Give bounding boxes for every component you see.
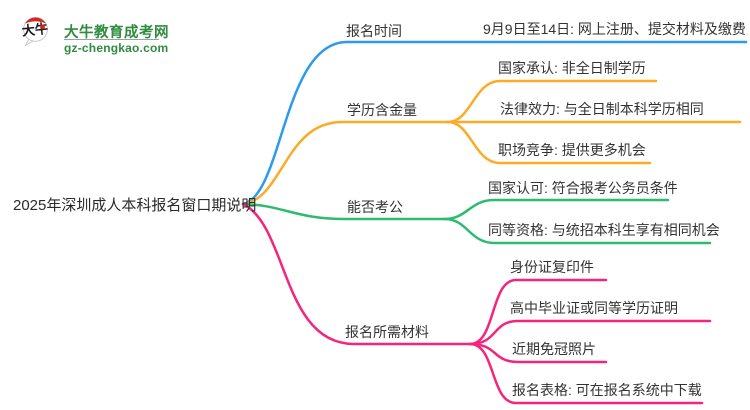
branch-label-materials: 报名所需材料	[345, 324, 429, 340]
leaf-registration-form: 报名表格: 可在报名系统中下载	[512, 382, 702, 398]
branch-label-civil-service: 能否考公	[347, 199, 403, 215]
site-logo: 大牛 大牛教育成考网 gz-chengkao.com	[0, 0, 230, 70]
branch-line-degree-value	[241, 120, 450, 206]
branch-line-materials-child-2	[468, 319, 712, 346]
leaf-diploma-proof: 高中毕业证或同等学历证明	[510, 300, 678, 316]
leaf-id-copy: 身份证复印件	[510, 259, 594, 275]
branch-line-degree-value-child-3	[446, 120, 652, 165]
branch-line-registration-time	[241, 40, 748, 206]
branch-label-registration-time: 报名时间	[346, 23, 402, 39]
branch-line-civil-service-child-2	[443, 217, 712, 245]
leaf-registration-time-detail: 9月9日至14日: 网上注册、提交材料及缴费	[483, 21, 746, 37]
logo-circle	[23, 17, 48, 42]
branch-line-civil-service	[241, 202, 447, 221]
logo-seal	[40, 24, 45, 30]
branch-line-degree-value-child-1	[446, 79, 658, 124]
branch-line-civil-service-child-1	[443, 198, 670, 221]
logo-badge-icon: 大牛	[21, 17, 49, 47]
logo-divider	[64, 39, 159, 40]
leaf-career-competition: 职场竞争: 提供更多机会	[498, 142, 646, 158]
branch-line-materials-child-1	[468, 278, 608, 346]
logo-domain: gz-chengkao.com	[64, 41, 169, 55]
branch-line-materials-child-3	[468, 342, 608, 364]
logo-title: 大牛教育成考网	[64, 25, 169, 41]
leaf-legal-effect: 法律效力: 与全日制本科学历相同	[500, 101, 704, 117]
branch-line-materials-child-4	[468, 342, 704, 405]
leaf-recent-photo: 近期免冠照片	[512, 341, 596, 357]
leaf-equal-qualification: 同等资格: 与统招本科生享有相同机会	[488, 222, 720, 238]
branch-line-materials	[241, 202, 472, 346]
branch-label-degree-value: 学历含金量	[347, 102, 417, 118]
leaf-national-recognition: 国家认可: 符合报考公务员条件	[488, 180, 678, 196]
root-node: 2025年深圳成人本科报名窗口期说明	[13, 197, 257, 214]
leaf-state-recognized: 国家承认: 非全日制学历	[498, 60, 646, 76]
logo-red-crescent	[25, 17, 46, 24]
